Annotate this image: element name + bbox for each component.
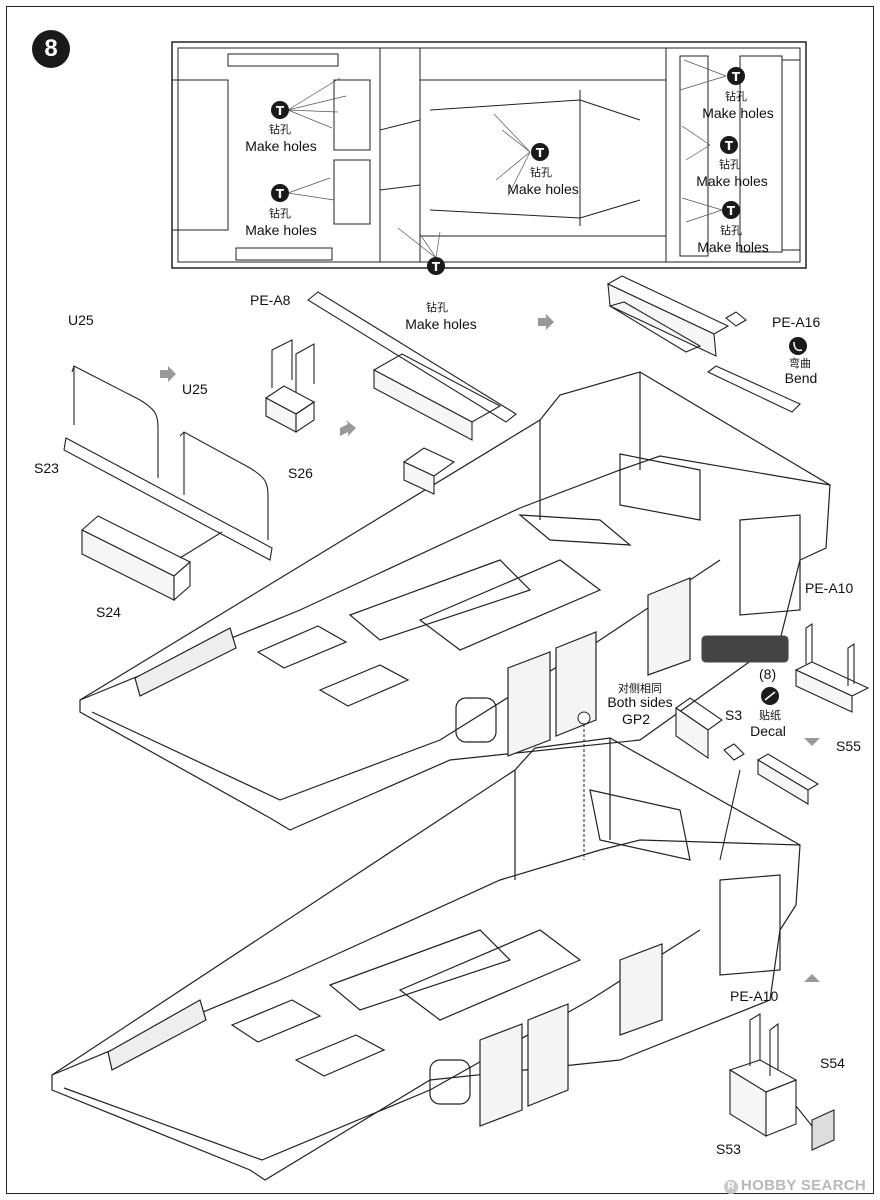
drill-note-cn: 钻孔 <box>725 91 747 103</box>
svg-text:T: T <box>536 146 545 160</box>
svg-text:T: T <box>432 260 441 274</box>
watermark-logo: R <box>723 1180 738 1194</box>
drill-note-en: Make holes <box>696 173 768 189</box>
both-sides-note-en: Both sides <box>607 694 673 710</box>
part-S26-box <box>264 339 456 495</box>
both-sides-note-cn: 对侧相同 <box>618 683 662 695</box>
assembly-arrows <box>160 314 820 982</box>
drill-leader-lines <box>287 59 727 259</box>
chassis-top-view <box>171 41 807 269</box>
drill-note-cn: 钻孔 <box>426 302 448 314</box>
decal-note-cn: 贴纸 <box>759 710 781 722</box>
watermark-text: HOBBY SEARCH <box>740 1177 866 1194</box>
decal-note-en: Decal <box>750 723 786 739</box>
part-label-PE-A10: PE-A10 <box>730 988 779 1004</box>
step-number: 8 <box>32 30 70 68</box>
svg-text:T: T <box>732 70 741 84</box>
part-label-PE-A16: PE-A16 <box>772 314 821 330</box>
bend-icon <box>789 337 807 355</box>
hull-lower <box>51 737 801 1181</box>
bend-note-cn: 弯曲 <box>789 358 811 370</box>
drill-note-en: Make holes <box>245 222 317 238</box>
part-label-U25: U25 <box>182 381 208 397</box>
svg-text:T: T <box>276 104 285 118</box>
part-label-S23: S23 <box>34 460 59 476</box>
part-label-S55: S55 <box>836 738 861 754</box>
part-PE-A10-bracket <box>701 622 870 713</box>
part-PE-A16-box <box>606 275 801 413</box>
drill-note-cn: 钻孔 <box>530 167 552 179</box>
part-S23-rail <box>63 365 273 561</box>
drill-note-en: Make holes <box>405 316 477 332</box>
svg-text:T: T <box>276 187 285 201</box>
part-label-GP2: GP2 <box>622 711 651 727</box>
drill-note-en: Make holes <box>702 105 774 121</box>
part-label-S24: S24 <box>96 604 121 620</box>
drill-note-en: Make holes <box>245 138 317 154</box>
decal-number: (8) <box>759 666 777 682</box>
part-S24-box <box>81 515 223 602</box>
part-label-U25: U25 <box>68 312 94 328</box>
part-label-S54: S54 <box>820 1055 845 1071</box>
part-label-S26: S26 <box>288 465 313 481</box>
decal-icon <box>761 687 779 705</box>
part-label-PE-A10: PE-A10 <box>805 580 854 596</box>
part-S53-S54 <box>728 1013 835 1151</box>
part-label-S53: S53 <box>716 1141 741 1157</box>
hull-upper <box>79 371 831 831</box>
part-S3-box <box>675 697 820 861</box>
svg-text:T: T <box>725 139 734 153</box>
GP2-screw <box>577 711 591 860</box>
drill-note-cn: 钻孔 <box>720 225 742 237</box>
drill-note-cn: 钻孔 <box>269 124 291 136</box>
drill-note-en: Make holes <box>507 181 579 197</box>
svg-text:T: T <box>727 204 736 218</box>
part-side-box <box>307 291 517 441</box>
page-frame <box>6 6 874 1194</box>
drill-note-cn: 钻孔 <box>269 208 291 220</box>
drill-note-cn: 钻孔 <box>719 159 741 171</box>
drill-note-en: Make holes <box>697 239 769 255</box>
part-label-S3: S3 <box>725 707 743 723</box>
bend-note-en: Bend <box>784 370 818 386</box>
drill-icon: T T T T T T T <box>271 67 745 275</box>
part-label-PE-A8: PE-A8 <box>250 292 291 308</box>
